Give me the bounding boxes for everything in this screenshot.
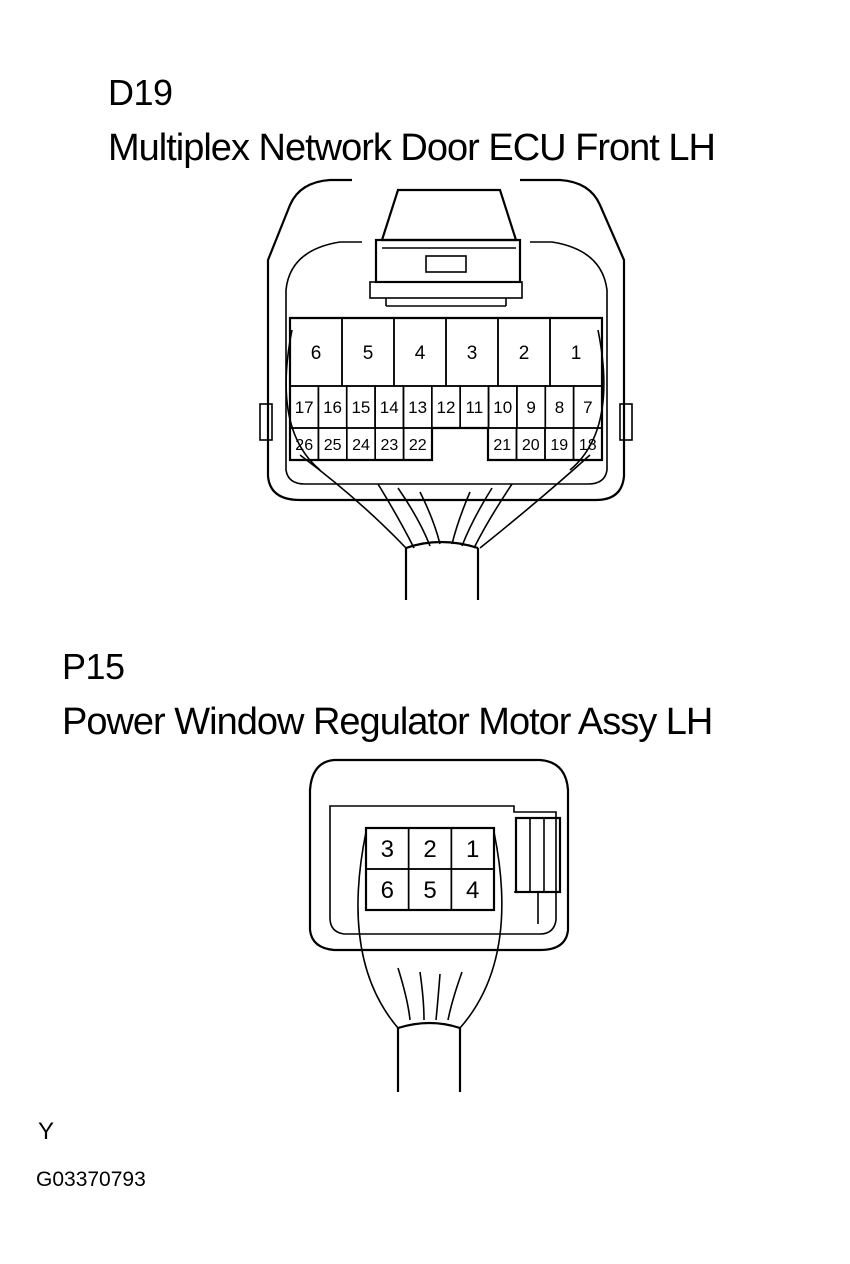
d19-mid-pin-label: 15 <box>351 398 370 417</box>
p15-housing-inner <box>329 805 557 935</box>
d19-latch <box>369 188 523 307</box>
d19-large-pin-label: 4 <box>415 343 426 364</box>
p15-wire-bundle <box>357 831 503 1092</box>
p15-bottom-pin-label: 4 <box>466 877 479 904</box>
p15-top-pin-label: 3 <box>381 836 394 863</box>
d19-mid-pin-label: 13 <box>408 398 427 417</box>
p15-connector-drawing: 3 2 1 6 5 4 <box>308 758 570 1092</box>
d19-large-pin-label: 6 <box>311 343 322 364</box>
p15-housing-outline <box>308 758 570 952</box>
d19-bottom-left-pin-label: 24 <box>352 437 370 454</box>
d19-mid-pin-label: 16 <box>323 398 342 417</box>
d19-bottom-left-pin-label: 25 <box>324 437 342 454</box>
p15-top-pin-label: 1 <box>466 836 479 863</box>
d19-bottom-left-pin-label: 23 <box>381 437 399 454</box>
connector-name-p15: Power Window Regulator Motor Assy LH <box>62 701 713 743</box>
d19-wire-bundle <box>299 454 591 600</box>
d19-mid-pin-label: 9 <box>526 398 535 417</box>
connector-code-p15: P15 <box>62 646 125 687</box>
d19-right-tab <box>619 403 633 441</box>
footer-letter: Y <box>38 1118 55 1145</box>
d19-large-pin-label: 1 <box>571 343 582 364</box>
d19-housing-inner <box>285 241 608 485</box>
d19-bottom-left-pin-label: 22 <box>409 437 427 454</box>
d19-mid-pin-label: 7 <box>583 398 592 417</box>
d19-large-pin-row: 6 5 4 3 2 1 <box>289 317 603 387</box>
d19-mid-pin-label: 12 <box>437 398 456 417</box>
d19-mid-pin-label: 8 <box>555 398 564 417</box>
p15-bottom-pin-label: 6 <box>381 877 394 904</box>
d19-mid-pin-label: 14 <box>380 398 399 417</box>
d19-left-tab <box>259 403 273 441</box>
d19-large-pin-label: 3 <box>467 343 478 364</box>
d19-left-curve <box>285 329 321 471</box>
d19-bottom-right-pin-label: 21 <box>493 437 511 454</box>
document-id: G03370793 <box>36 1168 146 1191</box>
p15-pin-grid: 3 2 1 6 5 4 <box>365 827 495 911</box>
d19-housing-outline <box>266 178 626 502</box>
d19-large-pin-label: 5 <box>363 343 374 364</box>
d19-bottom-right-pin-label: 19 <box>550 437 568 454</box>
connector-code-d19: D19 <box>108 72 173 113</box>
connector-name-d19: Multiplex Network Door ECU Front LH <box>108 127 716 169</box>
d19-bottom-left-pin-label: 26 <box>295 437 313 454</box>
d19-mid-pin-label: 10 <box>493 398 512 417</box>
d19-right-curve <box>569 329 605 471</box>
d19-bottom-right-cell <box>572 427 603 461</box>
p15-bottom-cell <box>450 868 495 911</box>
d19-bottom-right-pin-label: 20 <box>522 437 540 454</box>
p15-lock-tab <box>514 816 562 924</box>
p15-bottom-pin-label: 5 <box>423 877 436 904</box>
p15-top-pin-label: 2 <box>423 836 436 863</box>
d19-mid-pin-label: 17 <box>295 398 314 417</box>
d19-large-pin-label: 2 <box>519 343 530 364</box>
d19-bottom-left-cell <box>402 427 433 461</box>
d19-mid-pin-label: 11 <box>466 398 484 417</box>
